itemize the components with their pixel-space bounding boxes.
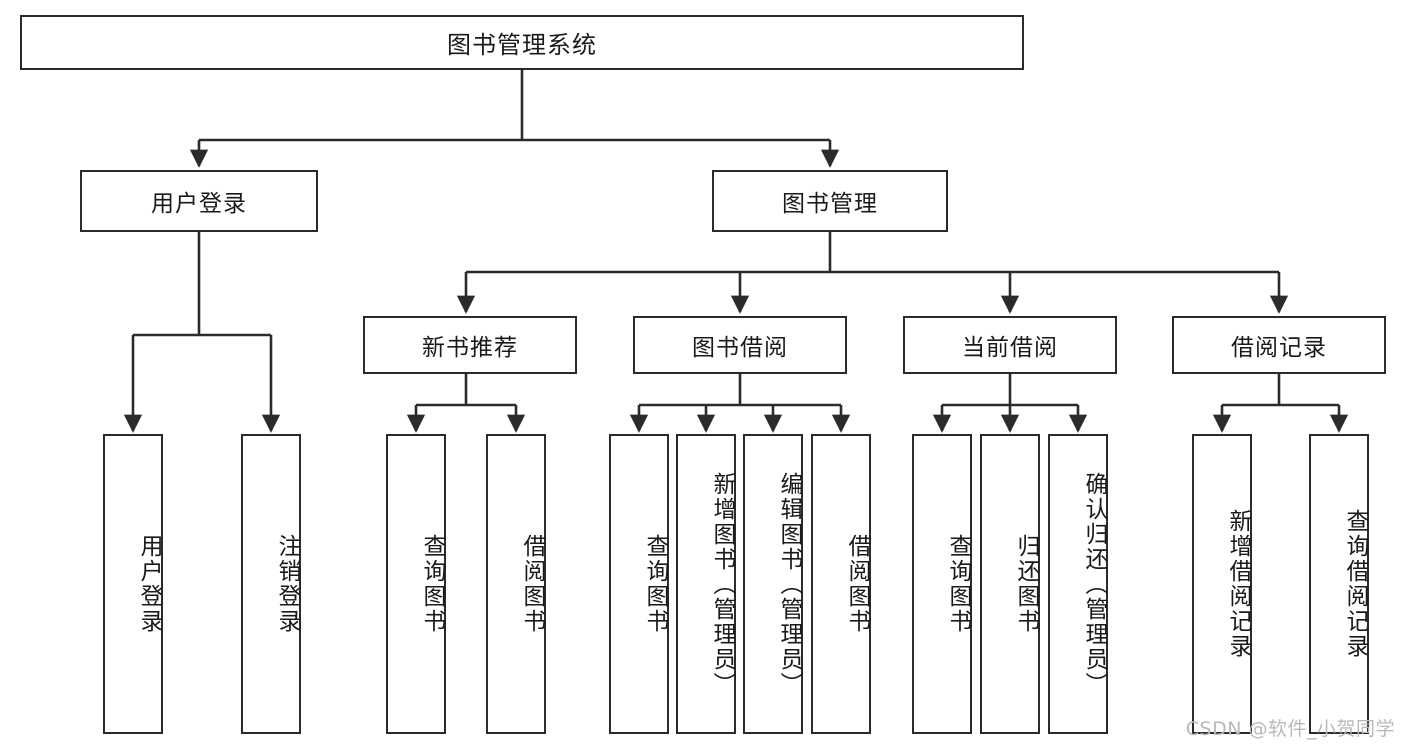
node-user-login[interactable]: 用户登录 (80, 170, 318, 232)
leaf-new-book-borrow[interactable]: 借阅图书 (486, 434, 546, 734)
node-book-management[interactable]: 图书管理 (712, 170, 948, 232)
leaf-borrow-edit-book[interactable]: 编辑图书（管理员） (743, 434, 803, 734)
leaf-user-login-login-label: 用户登录 (136, 534, 162, 634)
leaf-current-query-book-label: 查询图书 (945, 534, 971, 634)
leaf-current-return-book[interactable]: 归还图书 (980, 434, 1040, 734)
leaf-record-add-label: 新增借阅记录 (1225, 509, 1251, 659)
leaf-borrow-query-book[interactable]: 查询图书 (609, 434, 669, 734)
leaf-borrow-add-book[interactable]: 新增图书（管理员） (676, 434, 736, 734)
node-root-system-label: 图书管理系统 (447, 31, 597, 59)
leaf-new-book-query-label: 查询图书 (419, 534, 445, 634)
node-borrow-record[interactable]: 借阅记录 (1172, 316, 1386, 374)
node-current-borrow[interactable]: 当前借阅 (903, 316, 1117, 374)
leaf-borrow-borrow-book[interactable]: 借阅图书 (811, 434, 871, 734)
leaf-new-book-borrow-label: 借阅图书 (519, 534, 545, 634)
node-book-borrow[interactable]: 图书借阅 (633, 316, 847, 374)
leaf-current-confirm-return[interactable]: 确认归还（管理员） (1048, 434, 1108, 734)
leaf-borrow-edit-book-label: 编辑图书（管理员） (776, 471, 802, 697)
leaf-record-query-label: 查询借阅记录 (1342, 509, 1368, 659)
leaf-user-login-logout[interactable]: 注销登录 (241, 434, 301, 734)
node-new-book-recommend-label: 新书推荐 (422, 335, 518, 361)
leaf-current-return-book-label: 归还图书 (1013, 534, 1039, 634)
leaf-borrow-query-book-label: 查询图书 (642, 534, 668, 634)
node-book-borrow-label: 图书借阅 (692, 335, 788, 361)
node-borrow-record-label: 借阅记录 (1231, 335, 1327, 361)
node-new-book-recommend[interactable]: 新书推荐 (363, 316, 577, 374)
leaf-new-book-query[interactable]: 查询图书 (386, 434, 446, 734)
leaf-record-add[interactable]: 新增借阅记录 (1192, 434, 1252, 734)
leaf-user-login-login[interactable]: 用户登录 (103, 434, 163, 734)
leaf-record-query[interactable]: 查询借阅记录 (1309, 434, 1369, 734)
leaf-current-query-book[interactable]: 查询图书 (912, 434, 972, 734)
leaf-user-login-logout-label: 注销登录 (274, 534, 300, 634)
node-book-management-label: 图书管理 (782, 191, 878, 217)
leaf-borrow-add-book-label: 新增图书（管理员） (709, 471, 735, 697)
leaf-borrow-borrow-book-label: 借阅图书 (844, 534, 870, 634)
node-current-borrow-label: 当前借阅 (962, 335, 1058, 361)
leaf-current-confirm-return-label: 确认归还（管理员） (1081, 471, 1107, 697)
node-root-system[interactable]: 图书管理系统 (20, 15, 1024, 70)
node-user-login-label: 用户登录 (151, 191, 247, 217)
